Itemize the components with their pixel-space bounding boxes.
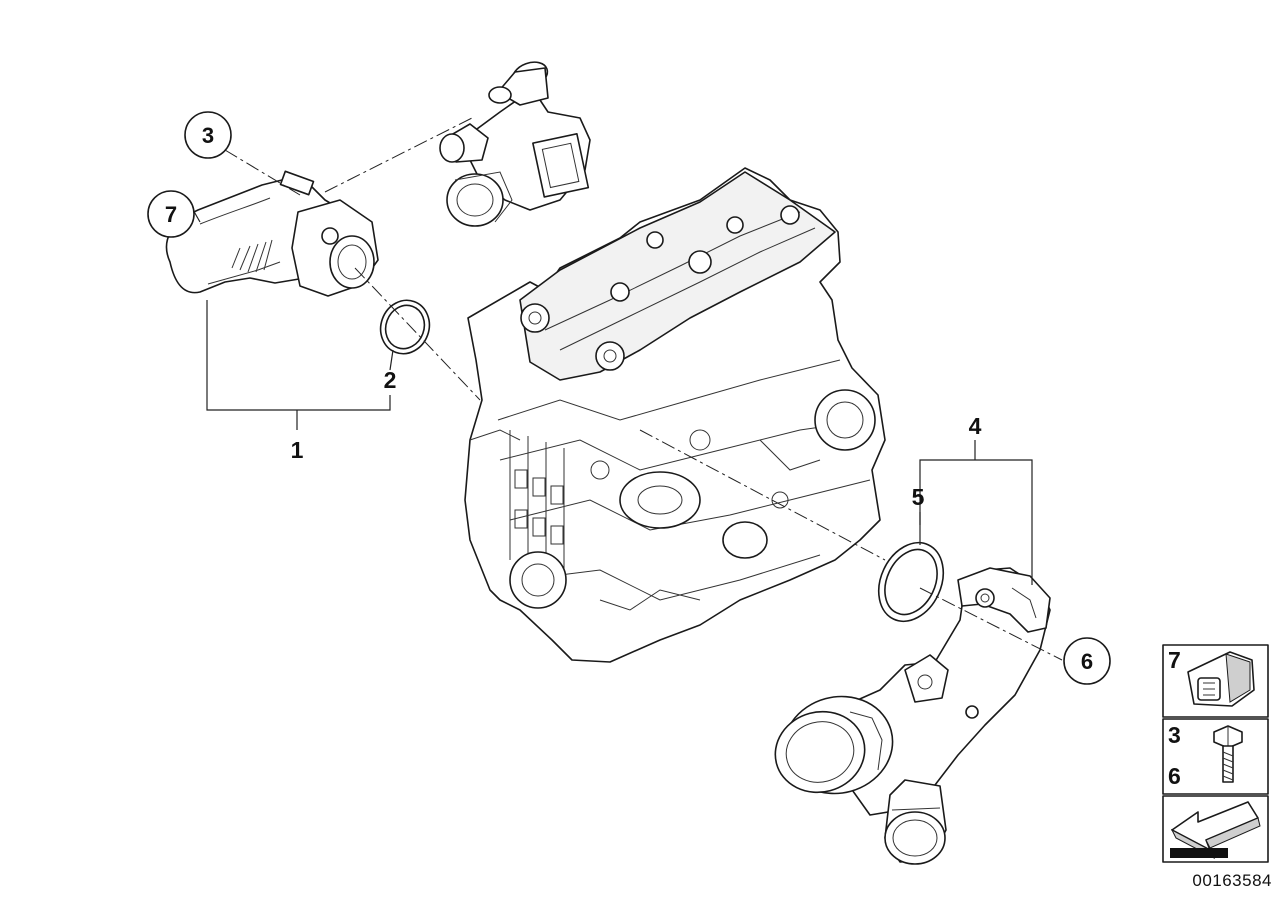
legend-clip-label: 7 xyxy=(1168,647,1181,673)
callout-5-label: 5 xyxy=(912,484,925,510)
legend-bolt-label-bottom: 6 xyxy=(1168,763,1181,789)
o-ring-seal xyxy=(379,299,431,355)
legend-panel: 7 3 6 xyxy=(1162,644,1269,863)
thermostat-housing-drawing xyxy=(439,61,591,227)
callout-6-label: 6 xyxy=(1081,649,1093,674)
callout-6: 6 xyxy=(1063,637,1111,685)
upper-coolant-hose-drawing xyxy=(165,170,379,297)
legend-bolt-label-top: 3 xyxy=(1168,722,1181,748)
leader-lines xyxy=(191,207,1033,585)
clip-icon xyxy=(1187,651,1255,707)
diagram-code: 00163584 xyxy=(1192,871,1272,890)
callout-7: 7 xyxy=(147,190,195,238)
callout-1-label: 1 xyxy=(291,437,304,463)
callout-3: 3 xyxy=(184,111,232,159)
o-ring-seal xyxy=(877,541,945,623)
callout-2-label: 2 xyxy=(384,367,397,393)
callout-3-label: 3 xyxy=(202,123,214,148)
engine-block-drawing xyxy=(464,167,886,663)
coolant-pipe-drawing xyxy=(774,567,1051,865)
callout-4-label: 4 xyxy=(969,413,982,439)
connection-lines xyxy=(224,117,1063,661)
bolt-icon xyxy=(1213,725,1243,783)
callout-7-label: 7 xyxy=(165,202,177,227)
arrow-icon xyxy=(1170,801,1261,860)
